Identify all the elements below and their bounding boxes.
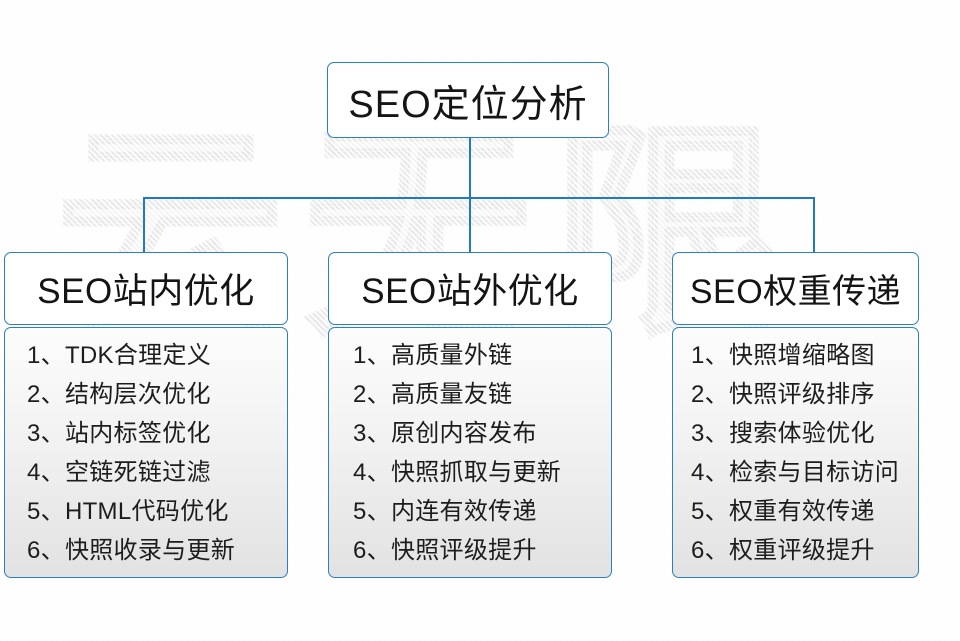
branch-header-2[interactable]: SEO站外优化 (328, 252, 612, 325)
list-item: 5、HTML代码优化 (27, 497, 229, 525)
list-item: 4、检索与目标访问 (691, 458, 900, 486)
list-item: 2、结构层次优化 (27, 380, 211, 408)
list-item: 2、快照评级排序 (691, 380, 875, 408)
connector-horizontal-bus (143, 197, 814, 199)
root-node-label: SEO定位分析 (348, 83, 588, 126)
branch-column-1: SEO站内优化 1、TDK合理定义 2、结构层次优化 3、站内标签优化 4、空链… (4, 252, 288, 578)
list-item: 4、快照抓取与更新 (353, 458, 562, 486)
branch-column-2: SEO站外优化 1、高质量外链 2、高质量友链 3、原创内容发布 4、快照抓取与… (328, 252, 612, 578)
branch-header-label-2: SEO站外优化 (361, 272, 579, 311)
list-item: 3、原创内容发布 (353, 419, 537, 447)
connector-branch-2-vertical (469, 197, 471, 253)
list-item: 3、站内标签优化 (27, 419, 211, 447)
branch-list-3: 1、快照增缩略图 2、快照评级排序 3、搜索体验优化 4、检索与目标访问 5、权… (673, 338, 918, 568)
branch-body-1: 1、TDK合理定义 2、结构层次优化 3、站内标签优化 4、空链死链过滤 5、H… (4, 327, 288, 578)
list-item: 1、高质量外链 (353, 341, 513, 369)
branch-header-label-1: SEO站内优化 (37, 272, 255, 311)
list-item: 5、内连有效传递 (353, 497, 537, 525)
list-item: 1、快照增缩略图 (691, 341, 875, 369)
connector-branch-1-vertical (143, 197, 145, 253)
branch-header-3[interactable]: SEO权重传递 (672, 252, 919, 325)
list-item: 6、权重评级提升 (691, 536, 875, 564)
branch-body-2: 1、高质量外链 2、高质量友链 3、原创内容发布 4、快照抓取与更新 5、内连有… (328, 327, 612, 578)
branch-header-label-3: SEO权重传递 (689, 273, 902, 311)
list-item: 6、快照评级提升 (353, 536, 537, 564)
branch-list-1: 1、TDK合理定义 2、结构层次优化 3、站内标签优化 4、空链死链过滤 5、H… (5, 338, 287, 568)
branch-body-3: 1、快照增缩略图 2、快照评级排序 3、搜索体验优化 4、检索与目标访问 5、权… (672, 327, 919, 578)
branch-list-2: 1、高质量外链 2、高质量友链 3、原创内容发布 4、快照抓取与更新 5、内连有… (329, 338, 611, 568)
branch-header-1[interactable]: SEO站内优化 (4, 252, 288, 325)
connector-branch-3-vertical (813, 197, 815, 253)
root-node[interactable]: SEO定位分析 (327, 62, 609, 138)
list-item: 5、权重有效传递 (691, 497, 875, 525)
branch-column-3: SEO权重传递 1、快照增缩略图 2、快照评级排序 3、搜索体验优化 4、检索与… (672, 252, 919, 578)
list-item: 1、TDK合理定义 (27, 341, 212, 369)
list-item: 6、快照收录与更新 (27, 536, 236, 564)
connector-root-vertical (469, 138, 471, 198)
list-item: 3、搜索体验优化 (691, 419, 875, 447)
list-item: 4、空链死链过滤 (27, 458, 211, 486)
list-item: 2、高质量友链 (353, 380, 513, 408)
